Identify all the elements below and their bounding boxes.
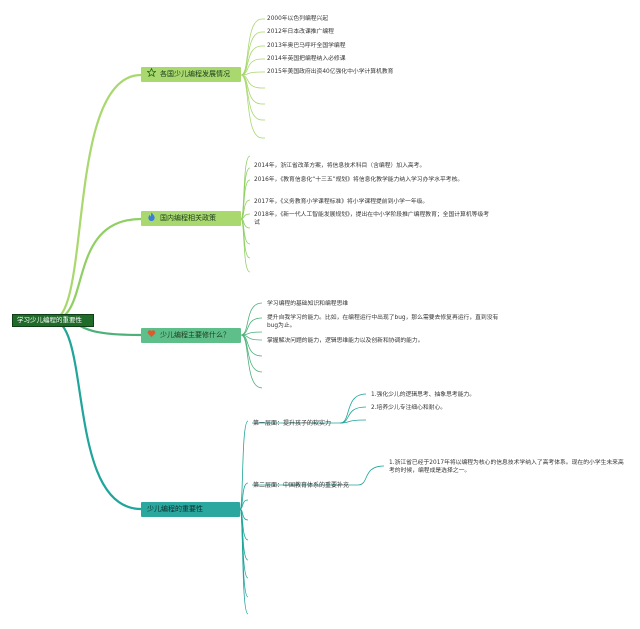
topic-what-to-learn[interactable]: 少儿编程主要修什么？	[141, 328, 241, 343]
sub-link	[239, 508, 249, 615]
leaf-item[interactable]: 学习编程的基础知识和编程思维	[267, 301, 349, 307]
leaf-link	[339, 393, 367, 424]
topic-international[interactable]: 各国少儿编程发展情况	[141, 67, 241, 82]
leaf-item[interactable]: 2014年，浙江省改革方案，将信息技术科目（含编程）加入高考。	[254, 163, 426, 169]
leaf-link	[357, 465, 385, 486]
leaf-link	[240, 74, 263, 139]
leaf-link	[240, 334, 263, 389]
leaf-item[interactable]: 2018年，《新一代人工智能发展规划》，提出在中小学阶段推广编程教育；全国计算机…	[254, 212, 490, 226]
topic-importance[interactable]: 少儿编程的重要性	[141, 502, 240, 517]
leaf-item[interactable]: 2016年，《教育信息化“十三五”规划》将信息化教学能力纳入学习办学水平考核。	[254, 177, 464, 183]
root-link-4	[51, 318, 142, 511]
leaf-item[interactable]: 2012年日本改课推广编程	[267, 29, 334, 35]
leaf-link	[240, 167, 251, 220]
leaf-item[interactable]: 2.培养少儿专注细心和耐心。	[371, 405, 447, 411]
leaf-link	[240, 45, 263, 76]
leaf-link	[240, 317, 263, 336]
topic-domestic-policy[interactable]: 国内编程相关政策	[141, 211, 241, 226]
subtopic-education-system[interactable]: 第二层面：中国教育体系的重要补充	[253, 482, 350, 489]
leaf-item[interactable]: 提升自我学习的能力。比如，在编程运行中出现了bug，那么需要去修复再运行，直到没…	[267, 315, 499, 329]
leaf-link	[240, 218, 251, 273]
sub-link	[239, 499, 249, 510]
topic-label: 国内编程相关政策	[160, 214, 216, 222]
leaf-item[interactable]: 2000年以色列编程兴起	[267, 16, 329, 22]
heart-icon	[147, 330, 156, 338]
leaf-link	[240, 179, 251, 220]
subtopic-soft-skills[interactable]: 第一层面：提升孩子的软实力	[253, 420, 332, 427]
flame-icon	[148, 212, 155, 221]
sub-link	[239, 420, 249, 510]
star-icon	[147, 68, 156, 77]
root-link-1	[51, 73, 142, 322]
root-node[interactable]: 学习少儿编程的重要性	[12, 314, 94, 327]
leaf-item[interactable]: 1.强化少儿的逻辑思考、抽象思考能力。	[371, 392, 476, 398]
leaf-item[interactable]: 2015年美国政府出资40亿强化中小学计算机教育	[267, 69, 394, 75]
leaf-link	[240, 302, 263, 336]
leaf-item[interactable]: 2014年英国把编程纳入必修课	[267, 56, 346, 62]
topic-label: 少儿编程主要修什么？	[160, 331, 230, 339]
leaf-link	[240, 18, 263, 76]
leaf-item[interactable]: 2017年，《义务教育小学课程标准》将小学课程提前到小学一年级。	[254, 199, 429, 205]
leaf-item[interactable]: 1.浙江省已经于2017年将以编程为核心的信息技术学纳入了高考体系。现在的小学生…	[389, 460, 624, 474]
topic-label: 少儿编程的重要性	[147, 505, 203, 513]
sub-link	[239, 482, 249, 510]
leaf-item[interactable]: 2013年奥巴马呼吁全国学编程	[267, 43, 346, 49]
leaf-link	[240, 334, 263, 373]
topic-label: 各国少儿编程发展情况	[160, 70, 230, 78]
leaf-link	[339, 419, 367, 424]
leaf-item[interactable]: 掌握解决问题的能力，逻辑思维能力以及创新和协调的能力。	[267, 338, 424, 344]
leaf-link	[240, 31, 263, 76]
